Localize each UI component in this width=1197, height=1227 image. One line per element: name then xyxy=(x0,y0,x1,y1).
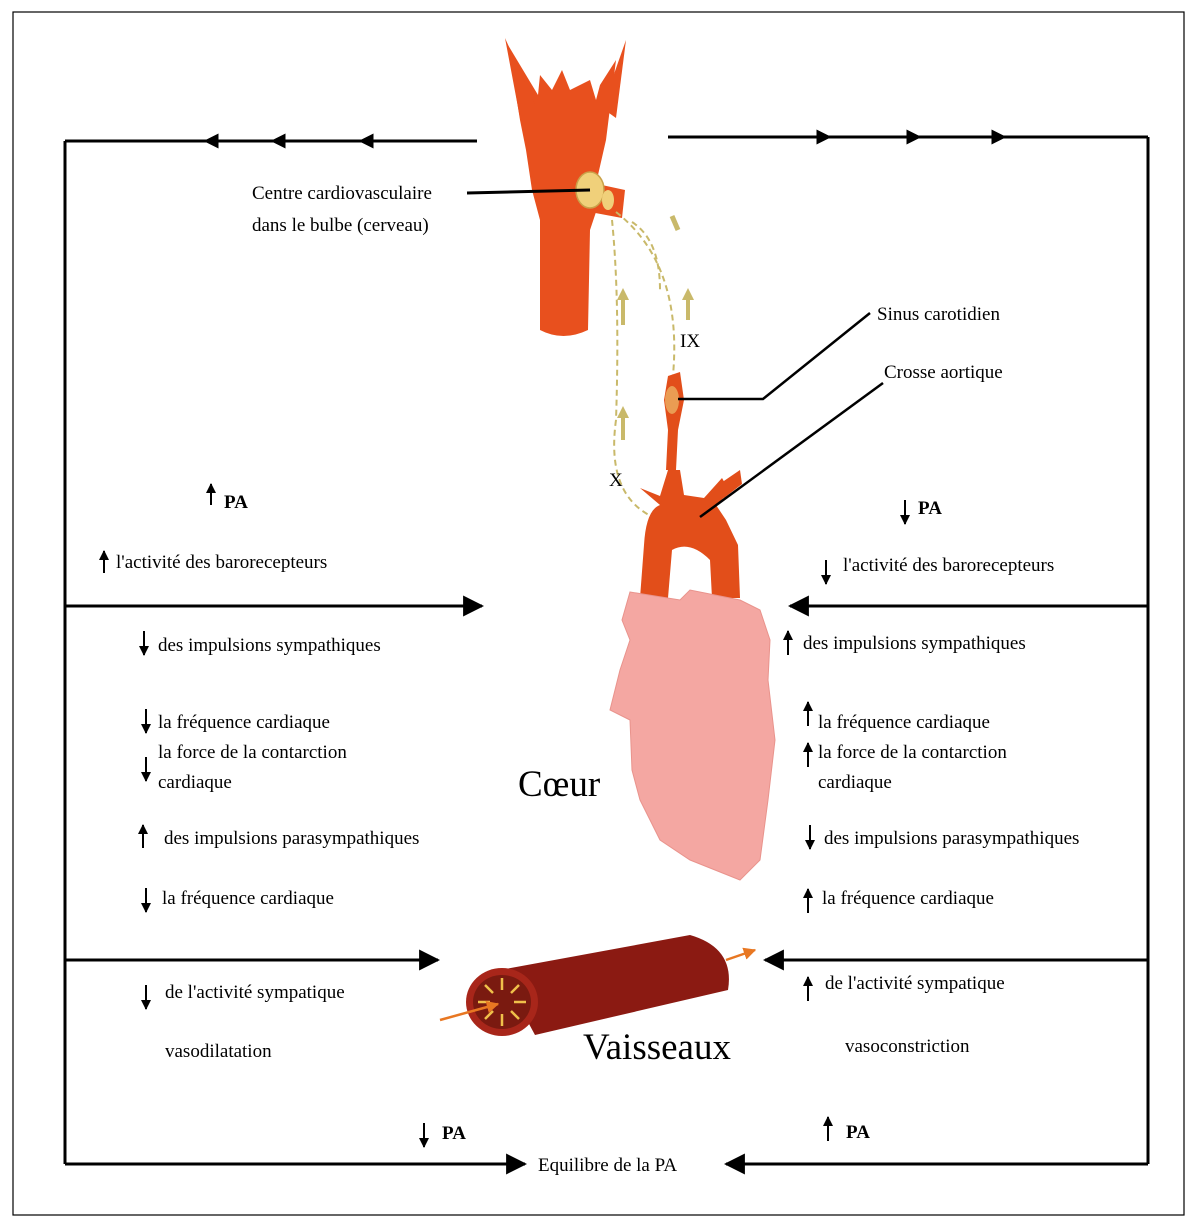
right-freq2: la fréquence cardiaque xyxy=(822,888,994,909)
right-column: PA l'activité des barorecepteurs des imp… xyxy=(788,498,1079,1143)
right-pa-bottom: PA xyxy=(846,1122,870,1143)
vaisseaux-label: Vaisseaux xyxy=(583,1027,731,1068)
crosse-pointer-line xyxy=(700,383,883,517)
left-force-line2: cardiaque xyxy=(158,772,232,793)
coeur-label: Cœur xyxy=(518,764,600,805)
heart-illustration xyxy=(610,590,775,880)
left-force-line1: la force de la contarction xyxy=(158,742,347,763)
left-pa-bottom: PA xyxy=(442,1123,466,1144)
crosse-label: Crosse aortique xyxy=(884,362,1003,383)
nerve-pathways xyxy=(612,212,694,520)
nerve-ix-label: IX xyxy=(680,331,700,352)
left-symp: des impulsions sympathiques xyxy=(158,635,381,656)
sinus-pointer-line xyxy=(678,313,870,399)
brainstem-illustration xyxy=(505,38,626,336)
centre-label-line1: Centre cardiovasculaire xyxy=(252,183,432,204)
right-force-line2: cardiaque xyxy=(818,772,892,793)
right-parasymp: des impulsions parasympathiques xyxy=(824,828,1079,849)
sinus-label: Sinus carotidien xyxy=(877,304,1000,325)
nerve-x-label: X xyxy=(609,470,623,491)
right-vaso: vasoconstriction xyxy=(845,1036,970,1057)
left-vaso: vasodilatation xyxy=(165,1041,272,1062)
aorta-illustration xyxy=(640,372,742,598)
right-pa: PA xyxy=(918,498,942,519)
equilibre-label: Equilibre de la PA xyxy=(538,1155,677,1176)
right-freq1: la fréquence cardiaque xyxy=(818,712,990,733)
right-force-line1: la force de la contarction xyxy=(818,742,1007,763)
right-symp: des impulsions sympathiques xyxy=(803,633,1026,654)
left-parasymp: des impulsions parasympathiques xyxy=(164,828,419,849)
vessel-illustration xyxy=(440,935,755,1036)
right-baro: l'activité des barorecepteurs xyxy=(843,555,1054,576)
left-column: PA l'activité des barorecepteurs des imp… xyxy=(104,484,466,1147)
left-freq1: la fréquence cardiaque xyxy=(158,712,330,733)
left-pa: PA xyxy=(224,492,248,513)
left-baro: l'activité des barorecepteurs xyxy=(116,552,327,573)
right-vsymp: de l'activité sympatique xyxy=(825,973,1005,994)
centre-label-line2: dans le bulbe (cerveau) xyxy=(252,215,429,236)
left-vsymp: de l'activité sympatique xyxy=(165,982,345,1003)
left-freq2: la fréquence cardiaque xyxy=(162,888,334,909)
